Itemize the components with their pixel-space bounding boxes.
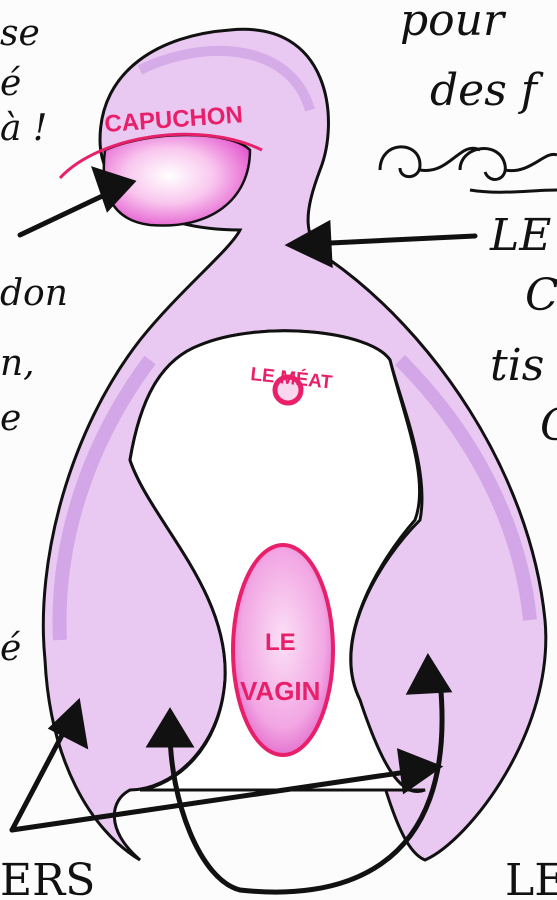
margin-left-1: se [0,13,40,54]
margin-top-right-2: des f [430,65,544,116]
margin-right-1: LE [489,210,551,261]
margin-bottom-right: LE [505,855,557,900]
vagin-label-line1: LE [265,629,296,656]
margin-left-4: don [0,273,68,314]
margin-left-5: n, [0,343,35,384]
margin-right-2: C [525,270,557,321]
vagin-label-line2: VAGIN [240,676,320,706]
margin-left-7: é [0,628,21,669]
margin-left-3: à ! [0,108,47,149]
margin-right-3: tis [490,340,544,391]
margin-right-4: C [540,400,557,451]
margin-bottom-left: ERS [0,855,95,900]
margin-top-right-1: pour [400,0,507,46]
margin-left-2: é [0,63,21,104]
swirl-icon [380,147,557,192]
margin-left-6: e [0,398,21,439]
